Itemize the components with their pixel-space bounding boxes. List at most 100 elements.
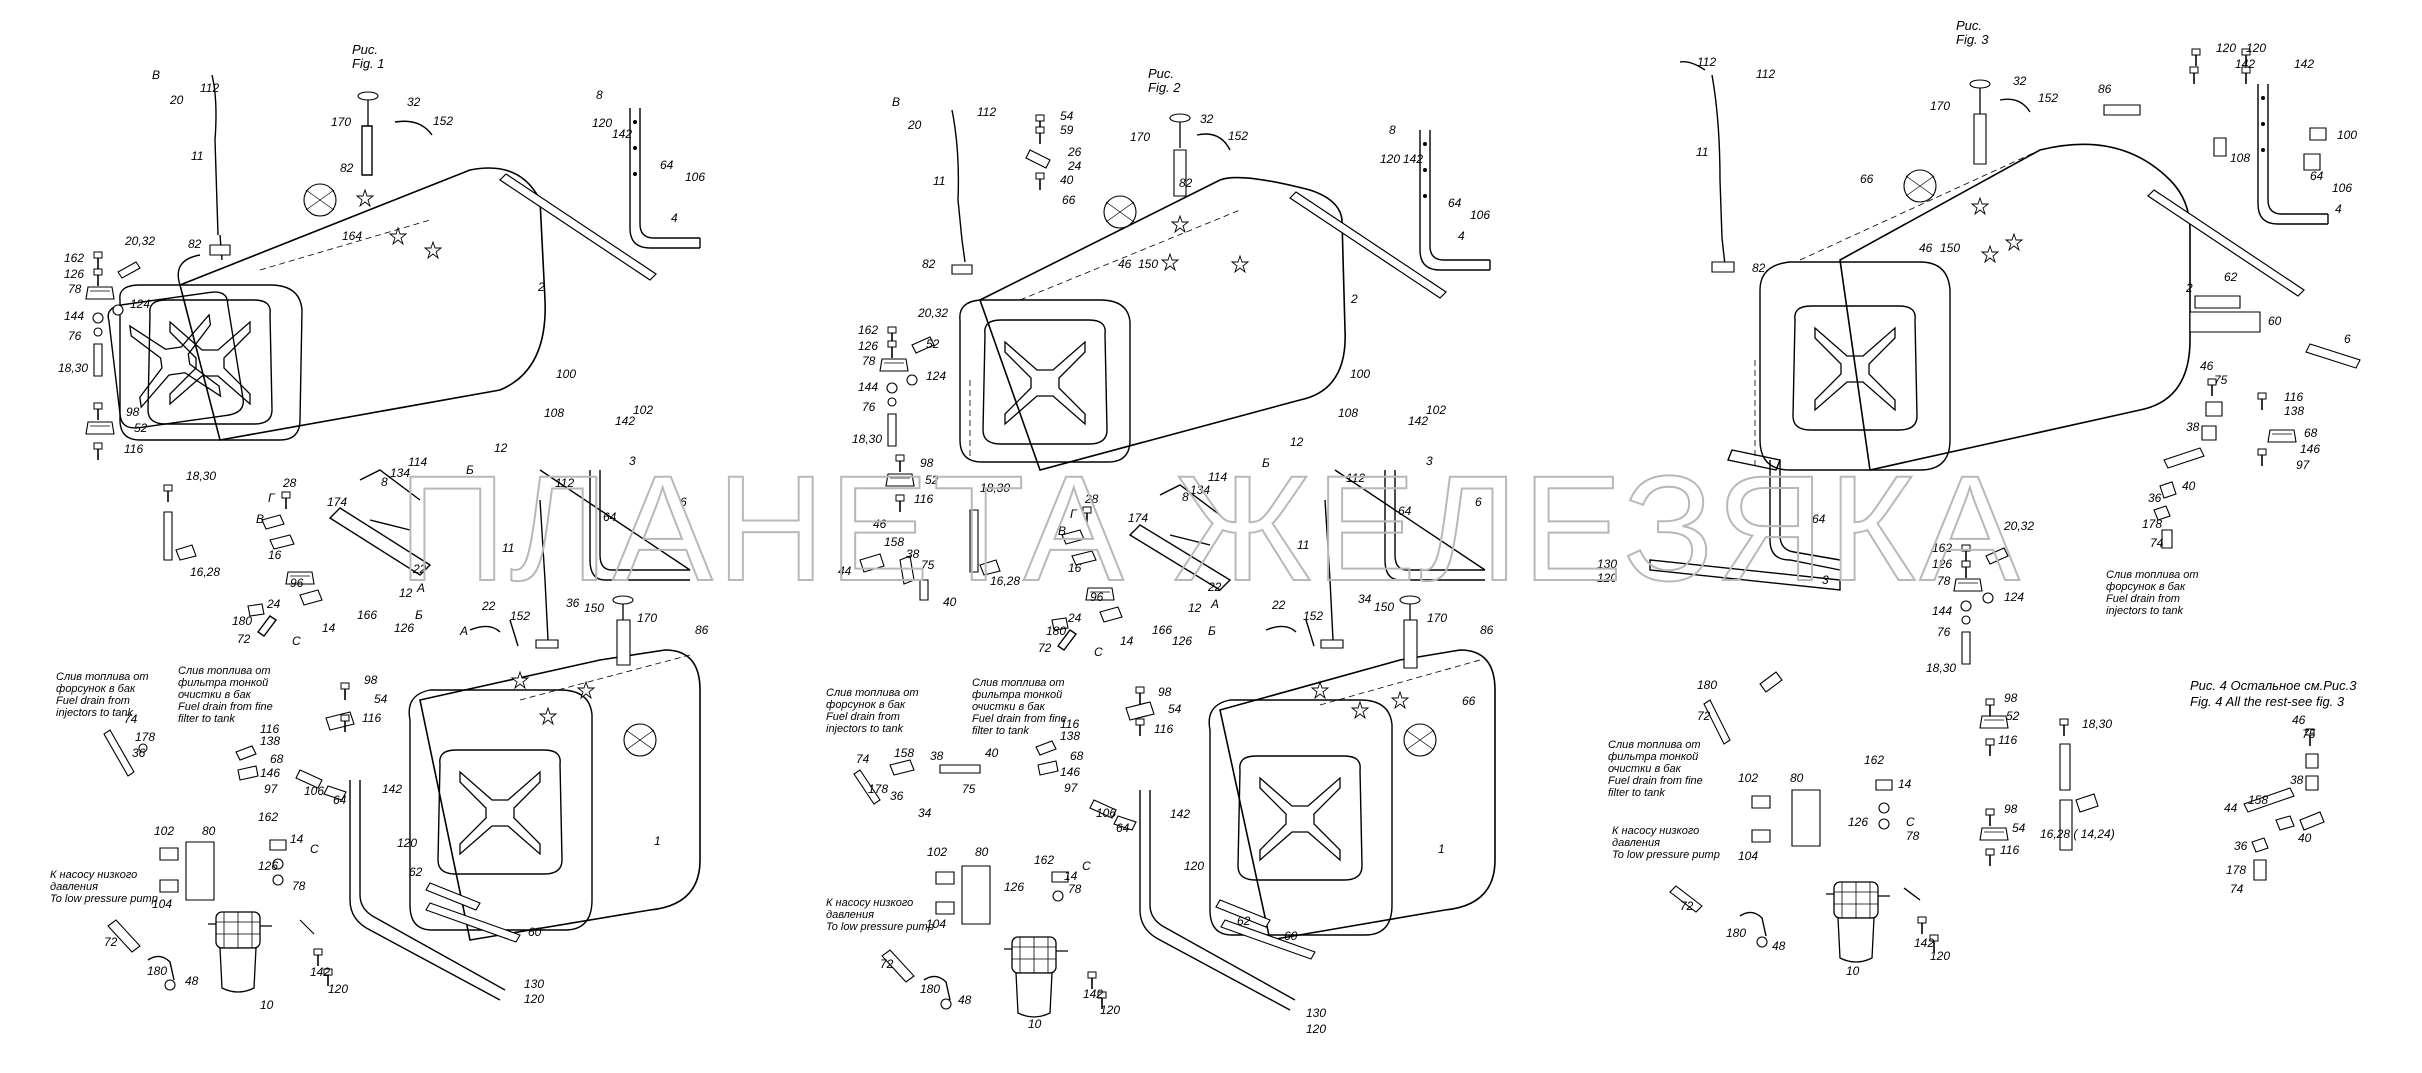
part-callout: 76 xyxy=(1937,625,1951,639)
part-callout: 54 xyxy=(374,692,388,706)
part-callout: 142 xyxy=(310,965,330,979)
part-callout: 104 xyxy=(926,917,946,931)
part-callout: 108 xyxy=(2230,151,2250,165)
fine-filter-fig1 xyxy=(107,839,333,993)
part-callout: 112 xyxy=(977,105,996,119)
part-callout: 78 xyxy=(1068,882,1082,896)
part-callout: 6 xyxy=(680,495,687,509)
part-callout: 66 xyxy=(1860,172,1874,186)
part-callout: 74 xyxy=(2230,882,2244,896)
part-callout: C xyxy=(292,634,301,648)
part-callout: 2 xyxy=(537,280,545,294)
part-callout: 82 xyxy=(1179,176,1193,190)
note-fig2-filter-ru-3: очистки в бак xyxy=(972,701,1046,713)
part-callout: 170 xyxy=(1427,611,1447,625)
note-fig2-pump-en: To low pressure pump xyxy=(826,921,934,933)
note-fig3-injectors-en-1: Fuel drain from xyxy=(2106,593,2180,605)
part-callout: 120 xyxy=(2216,41,2236,55)
part-callout: 76 xyxy=(862,400,876,414)
part-callout: 6 xyxy=(2344,332,2351,346)
part-callout: 64 xyxy=(1398,504,1412,518)
part-callout: 36 xyxy=(132,746,146,760)
part-callout: 38 xyxy=(2186,420,2200,434)
fittings-fig3-right xyxy=(2153,48,2327,549)
part-callout: 130 xyxy=(1306,1006,1326,1020)
fuel-tank-fig2-lower xyxy=(1208,649,1496,941)
part-callout: 68 xyxy=(2304,426,2318,440)
part-callout: 20,32 xyxy=(917,306,948,320)
part-callout: 142 xyxy=(382,782,402,796)
part-callout: 24 xyxy=(266,597,281,611)
part-callout: 24 xyxy=(1067,611,1082,625)
part-callout: 52 xyxy=(926,337,940,351)
part-callout: 116 xyxy=(1998,733,2017,747)
part-callout: 60 xyxy=(1284,929,1298,943)
part-callout: B xyxy=(256,512,264,526)
part-callout: 162 xyxy=(258,810,278,824)
part-callout: 158 xyxy=(884,535,904,549)
part-callout: 152 xyxy=(1303,609,1323,623)
figure-2 xyxy=(853,109,1496,1018)
fittings-fig2-small xyxy=(853,686,1155,831)
part-callout: 130 xyxy=(1597,557,1617,571)
part-callout: 54 xyxy=(1168,702,1182,716)
part-callout: 32 xyxy=(2013,74,2027,88)
note-fig3-filter-en-1: Fuel drain from fine xyxy=(1608,775,1703,787)
filler-neck-fig2-lower xyxy=(1399,595,1421,669)
note-fig1-injectors-en-2: injectors to tank xyxy=(56,707,134,719)
part-callout: 162 xyxy=(64,251,84,265)
part-callout: B xyxy=(892,95,900,109)
part-callout: 64 xyxy=(603,510,617,524)
part-callout: 120 xyxy=(592,116,612,130)
part-callout: 18,30 xyxy=(186,469,216,483)
part-callout: 100 xyxy=(1350,367,1370,381)
svg-text:Fig. 3: Fig. 3 xyxy=(1956,32,1989,47)
part-callout: 158 xyxy=(2248,793,2268,807)
note-fig2-filter-ru-2: фильтра тонкой xyxy=(972,689,1062,701)
figure-1 xyxy=(85,74,701,1001)
part-callout: 174 xyxy=(1128,511,1148,525)
part-callout: 82 xyxy=(922,257,936,271)
part-callout: 162 xyxy=(1034,853,1054,867)
note-fig3-filter-ru-2: фильтра тонкой xyxy=(1608,751,1698,763)
sensor-fig2-upper xyxy=(951,109,973,275)
part-callout: 96 xyxy=(1090,590,1104,604)
part-callout: 180 xyxy=(1046,624,1066,638)
part-callout: 138 xyxy=(260,734,280,748)
part-callout: 112 xyxy=(1756,67,1775,81)
note-fig1-filter-ru-1: Слив топлива от xyxy=(178,665,271,677)
part-callout: 126 xyxy=(1172,634,1192,648)
part-callout: 108 xyxy=(544,406,564,420)
note-fig3-pump-en: To low pressure pump xyxy=(1612,849,1720,861)
part-callout: 72 xyxy=(880,957,894,971)
fig3-number: 3 xyxy=(1981,32,1989,47)
fig1-caption-ru: Рис. xyxy=(352,42,378,57)
fig4-note-en: Fig. 4 All the rest-see fig. 3 xyxy=(2190,694,2345,709)
part-callout: 146 xyxy=(1060,765,1080,779)
part-callout: 64 xyxy=(1812,512,1826,526)
part-callout: 120 xyxy=(1930,949,1950,963)
part-callout: 12 xyxy=(399,586,413,600)
part-callout: 74 xyxy=(2150,536,2164,550)
part-callout: 178 xyxy=(135,730,155,744)
part-callout: 72 xyxy=(237,632,251,646)
part-callout: 78 xyxy=(68,282,82,296)
part-callout: 102 xyxy=(1738,771,1758,785)
part-callout: 120 xyxy=(1184,859,1204,873)
coarse-filter-fig1 xyxy=(303,183,337,217)
part-callout: 75 xyxy=(962,782,976,796)
note-fig3-injectors-en-2: injectors to tank xyxy=(2106,605,2184,617)
part-callout: 4 xyxy=(671,211,678,225)
part-callout: 116 xyxy=(124,442,143,456)
svg-text:Рис.: Рис. xyxy=(352,42,378,57)
part-callout: 40 xyxy=(2182,479,2196,493)
fuel-tank-fig1-upper xyxy=(104,167,546,441)
part-callout: 178 xyxy=(2142,517,2162,531)
filler-neck-fig3 xyxy=(1969,79,1991,165)
part-callout: 1 xyxy=(654,834,661,848)
part-callout: 142 xyxy=(2294,57,2314,71)
part-callout: 66 xyxy=(1062,193,1076,207)
part-callout: 6 xyxy=(1475,495,1482,509)
part-callout: 28 xyxy=(1084,492,1099,506)
part-callout: 10 xyxy=(1846,964,1860,978)
